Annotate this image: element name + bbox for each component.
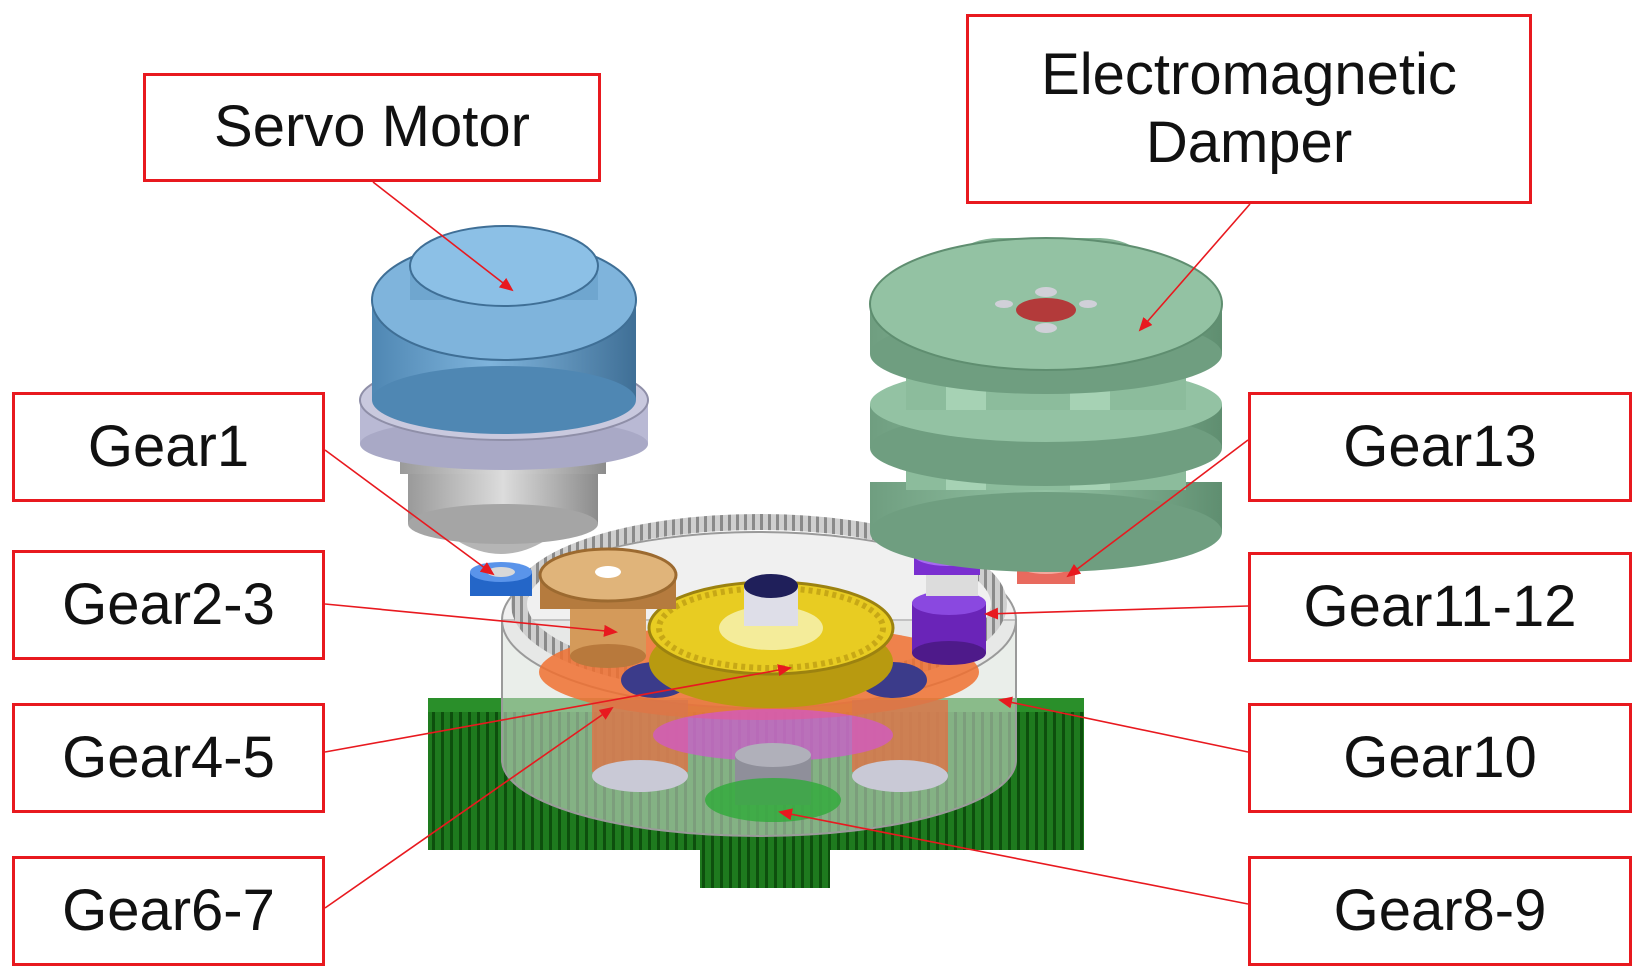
leader-gear1 [324, 449, 495, 576]
gear11-12-label-box: Gear11-12 [1248, 552, 1632, 662]
sun-gear [647, 574, 895, 708]
gear8-9-label: Gear8-9 [1333, 877, 1547, 943]
gear1-illustration [470, 562, 532, 596]
leader-servo-motor [372, 181, 514, 292]
gear6-7-label-box: Gear6-7 [12, 856, 325, 966]
leader-damper [1138, 203, 1251, 332]
damper-label-line1: Electromagnetic [1041, 41, 1457, 107]
leader-gear11-12 [984, 605, 1249, 620]
gear2-3-label-box: Gear2-3 [12, 550, 325, 660]
damper-label-line2: Damper [1145, 110, 1353, 175]
electromagnetic-damper-label-box: Electromagnetic Damper [966, 14, 1532, 204]
gear13-label: Gear13 [1343, 413, 1537, 479]
servo-motor-label-box: Servo Motor [143, 73, 601, 182]
gear4-5-label: Gear4-5 [62, 724, 275, 790]
damper-illustration [869, 237, 1223, 572]
leader-lines [324, 181, 1251, 909]
leader-gear8-9 [778, 808, 1249, 905]
leader-gear6-7 [324, 706, 614, 909]
leader-gear13 [1066, 439, 1249, 578]
gear2-3-label: Gear2-3 [62, 571, 275, 637]
gear13-label-box: Gear13 [1248, 392, 1632, 502]
gear4-5-label-box: Gear4-5 [12, 703, 325, 813]
gear11-12-label: Gear11-12 [1303, 573, 1577, 639]
leader-gear4-5 [324, 664, 792, 753]
gear8-9-label-box: Gear8-9 [1248, 856, 1632, 966]
leader-gear10 [998, 696, 1249, 753]
gear2-3-illustration [538, 547, 678, 668]
leader-gear2-3 [324, 603, 618, 637]
gear10-label: Gear10 [1343, 724, 1537, 790]
servo-motor-label: Servo Motor [214, 94, 530, 160]
servo-motor-illustration [359, 225, 649, 554]
gear6-7-label: Gear6-7 [62, 877, 275, 943]
gear1-label-box: Gear1 [12, 392, 325, 502]
gear10-label-box: Gear10 [1248, 703, 1632, 813]
gear1-label: Gear1 [87, 413, 250, 479]
